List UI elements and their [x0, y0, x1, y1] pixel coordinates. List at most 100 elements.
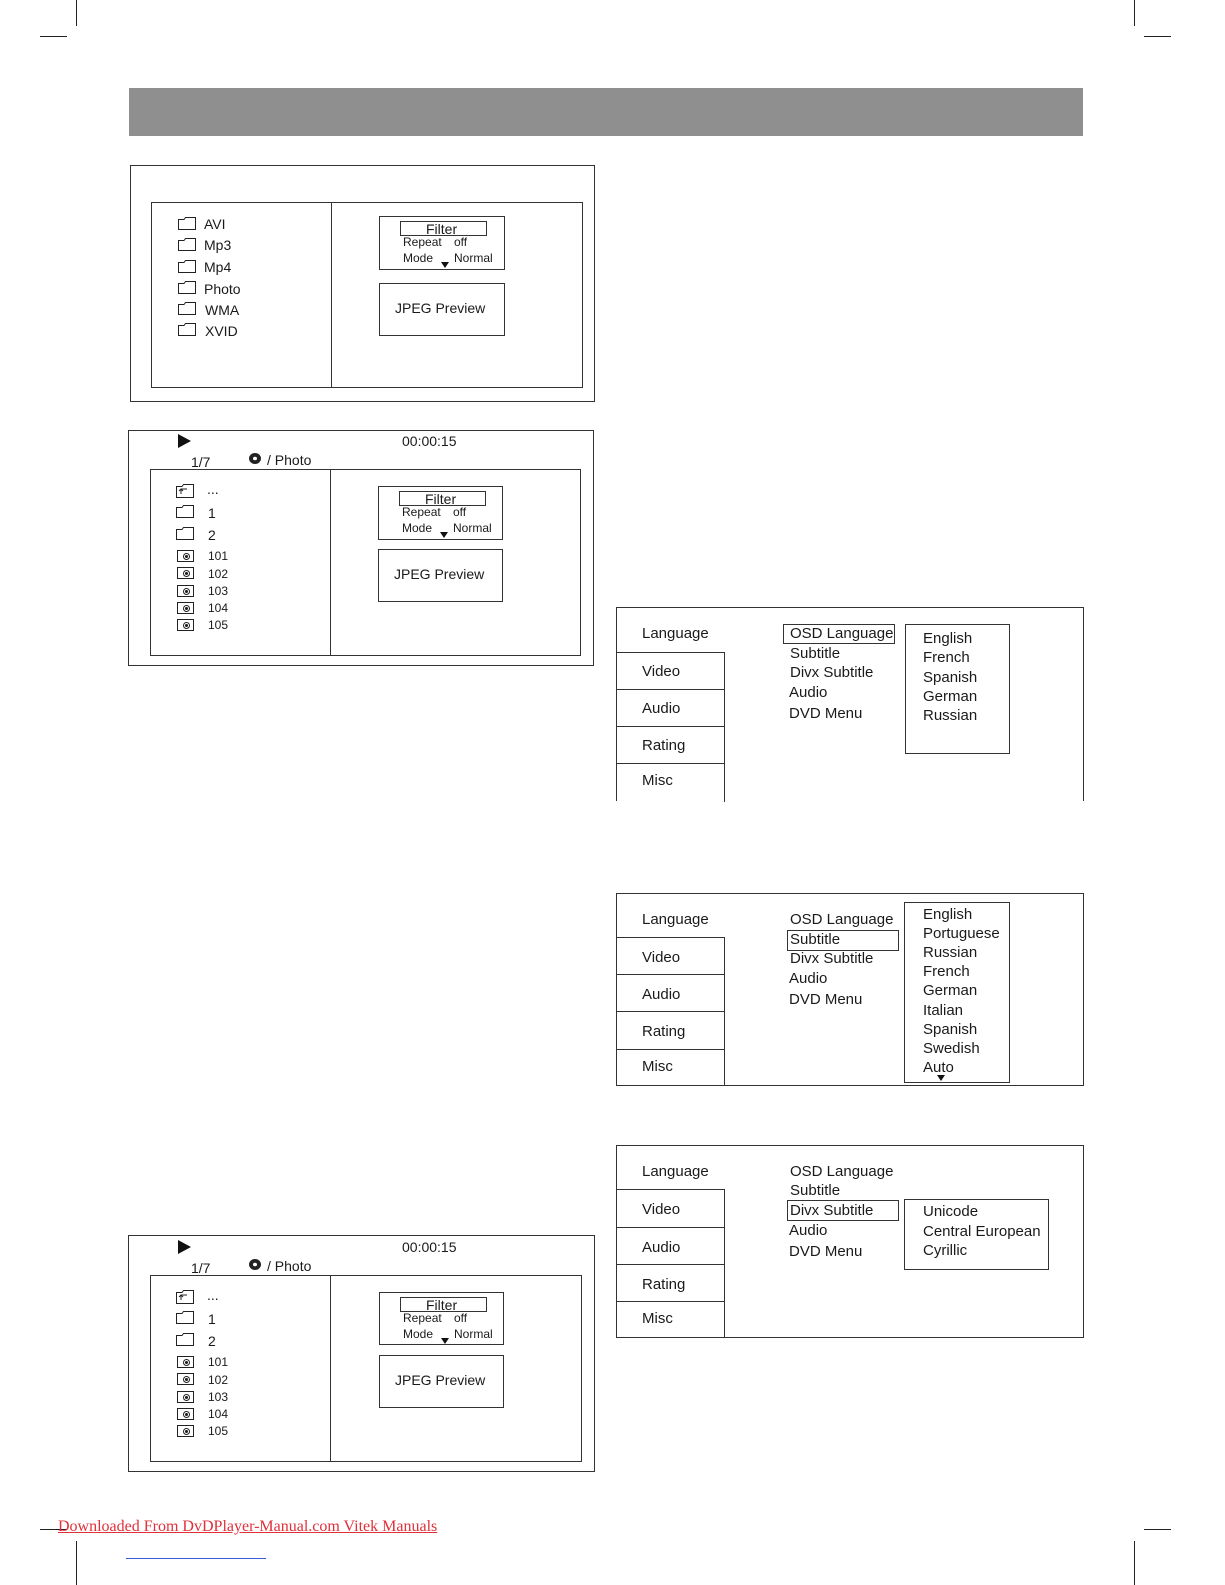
- repeat-value[interactable]: off: [454, 235, 468, 249]
- tab-misc[interactable]: Misc: [617, 763, 725, 802]
- folder-label[interactable]: XVID: [205, 323, 238, 339]
- mode-value[interactable]: Normal: [454, 1327, 493, 1341]
- menu-item-audio[interactable]: Audio: [789, 970, 828, 987]
- photo-file-label[interactable]: 103: [208, 1390, 229, 1404]
- photo-file-label[interactable]: 104: [208, 1407, 229, 1421]
- photo-file-label[interactable]: 105: [208, 1424, 229, 1438]
- photo-file-label[interactable]: 103: [208, 584, 229, 598]
- footer-download-link[interactable]: Downloaded From DvDPlayer-Manual.com Vit…: [58, 1518, 438, 1535]
- menu-item-audio[interactable]: Audio: [789, 684, 828, 701]
- folder-label[interactable]: WMA: [205, 302, 240, 318]
- option-item[interactable]: French: [923, 963, 970, 980]
- option-item[interactable]: German: [923, 982, 978, 999]
- tab-rating[interactable]: Rating: [617, 726, 725, 763]
- filter-panel: Filter Repeat off Mode Normal: [378, 486, 503, 540]
- option-item[interactable]: Spanish: [923, 669, 978, 686]
- menu-item-subtitle[interactable]: Subtitle: [790, 1182, 841, 1199]
- folder-label[interactable]: 2: [208, 1333, 216, 1349]
- menu-item-subtitle[interactable]: Subtitle: [790, 931, 841, 948]
- option-item[interactable]: Cyrillic: [923, 1242, 968, 1259]
- option-item[interactable]: English: [923, 906, 973, 923]
- option-item[interactable]: Unicode: [923, 1203, 979, 1220]
- tab-rating[interactable]: Rating: [617, 1011, 725, 1049]
- mode-arrow-icon[interactable]: [440, 532, 448, 538]
- crop-mark: [40, 1529, 67, 1530]
- mode-label: Mode: [403, 251, 434, 265]
- folder-icon: [176, 527, 194, 540]
- parent-folder-label[interactable]: ...: [207, 1287, 219, 1303]
- option-item[interactable]: Spanish: [923, 1021, 978, 1038]
- tab-language[interactable]: Language: [642, 625, 709, 642]
- photo-file-icon: [177, 1373, 194, 1385]
- tab-misc[interactable]: Misc: [617, 1049, 725, 1086]
- folder-label[interactable]: Photo: [204, 281, 241, 297]
- option-item[interactable]: Portuguese: [923, 925, 1000, 942]
- folder-label[interactable]: Mp3: [204, 237, 232, 253]
- parent-folder-label[interactable]: ...: [207, 481, 219, 497]
- tab-video[interactable]: Video: [617, 652, 725, 689]
- filter-title-box[interactable]: [400, 221, 487, 236]
- photo-file-label[interactable]: 105: [208, 618, 229, 632]
- photo-file-label[interactable]: 101: [208, 549, 229, 563]
- option-item[interactable]: Russian: [923, 707, 978, 724]
- mode-value[interactable]: Normal: [453, 521, 492, 535]
- repeat-value[interactable]: off: [453, 505, 467, 519]
- folder-label[interactable]: 2: [208, 527, 216, 543]
- option-item[interactable]: Central European: [923, 1223, 1041, 1240]
- menu-item-osd-language[interactable]: OSD Language: [790, 911, 894, 928]
- folder-label[interactable]: 1: [208, 1311, 216, 1327]
- folder-label[interactable]: Mp4: [204, 259, 232, 275]
- menu-item-subtitle[interactable]: Subtitle: [790, 645, 841, 662]
- tab-video[interactable]: Video: [617, 1189, 725, 1227]
- folder-path: / Photo: [267, 1258, 312, 1274]
- menu-item-dvd-menu[interactable]: DVD Menu: [789, 705, 863, 722]
- mode-arrow-icon[interactable]: [441, 262, 449, 268]
- tab-video[interactable]: Video: [617, 937, 725, 974]
- option-item[interactable]: Swedish: [923, 1040, 980, 1057]
- option-item[interactable]: German: [923, 688, 978, 705]
- photo-file-label[interactable]: 102: [208, 567, 229, 581]
- mode-value[interactable]: Normal: [454, 251, 493, 265]
- folder-icon: [176, 505, 194, 518]
- option-item[interactable]: Italian: [923, 1002, 964, 1019]
- photo-file-icon: [177, 550, 194, 562]
- parent-folder-icon[interactable]: [176, 1290, 194, 1304]
- folder-label[interactable]: AVI: [204, 216, 226, 232]
- filter-title-box[interactable]: [399, 491, 486, 506]
- folder-icon: [178, 323, 196, 336]
- menu-item-dvd-menu[interactable]: DVD Menu: [789, 1243, 863, 1260]
- tab-audio[interactable]: Audio: [617, 974, 725, 1011]
- tab-rating[interactable]: Rating: [617, 1264, 725, 1301]
- tab-misc[interactable]: Misc: [617, 1301, 725, 1338]
- tab-language[interactable]: Language: [642, 1163, 709, 1180]
- repeat-value[interactable]: off: [454, 1311, 468, 1325]
- tab-label: Rating: [642, 737, 686, 754]
- photo-file-icon: [177, 1391, 194, 1403]
- tab-label: Misc: [642, 1058, 673, 1075]
- menu-item-audio[interactable]: Audio: [789, 1222, 828, 1239]
- file-counter: 1/7: [191, 1260, 211, 1276]
- option-item[interactable]: French: [923, 649, 970, 666]
- tab-language[interactable]: Language: [642, 911, 709, 928]
- menu-item-dvd-menu[interactable]: DVD Menu: [789, 991, 863, 1008]
- tab-label: Audio: [642, 700, 681, 717]
- option-item[interactable]: Auto: [923, 1059, 954, 1076]
- menu-item-divx-subtitle[interactable]: Divx Subtitle: [790, 1202, 874, 1219]
- filter-title-box[interactable]: [400, 1297, 487, 1312]
- menu-item-divx-subtitle[interactable]: Divx Subtitle: [790, 664, 874, 681]
- photo-file-label[interactable]: 102: [208, 1373, 229, 1387]
- photo-file-label[interactable]: 104: [208, 601, 229, 615]
- folder-label[interactable]: 1: [208, 505, 216, 521]
- option-item[interactable]: Russian: [923, 944, 978, 961]
- tab-audio[interactable]: Audio: [617, 689, 725, 726]
- scroll-down-icon[interactable]: [937, 1075, 945, 1081]
- mode-arrow-icon[interactable]: [441, 1338, 449, 1344]
- option-item[interactable]: English: [923, 630, 973, 647]
- folder-icon: [178, 281, 196, 294]
- tab-audio[interactable]: Audio: [617, 1227, 725, 1264]
- photo-file-label[interactable]: 101: [208, 1355, 229, 1369]
- parent-folder-icon[interactable]: [176, 484, 194, 498]
- menu-item-osd-language[interactable]: OSD Language: [790, 1163, 894, 1180]
- menu-item-osd-language[interactable]: OSD Language: [790, 625, 894, 642]
- menu-item-divx-subtitle[interactable]: Divx Subtitle: [790, 950, 874, 967]
